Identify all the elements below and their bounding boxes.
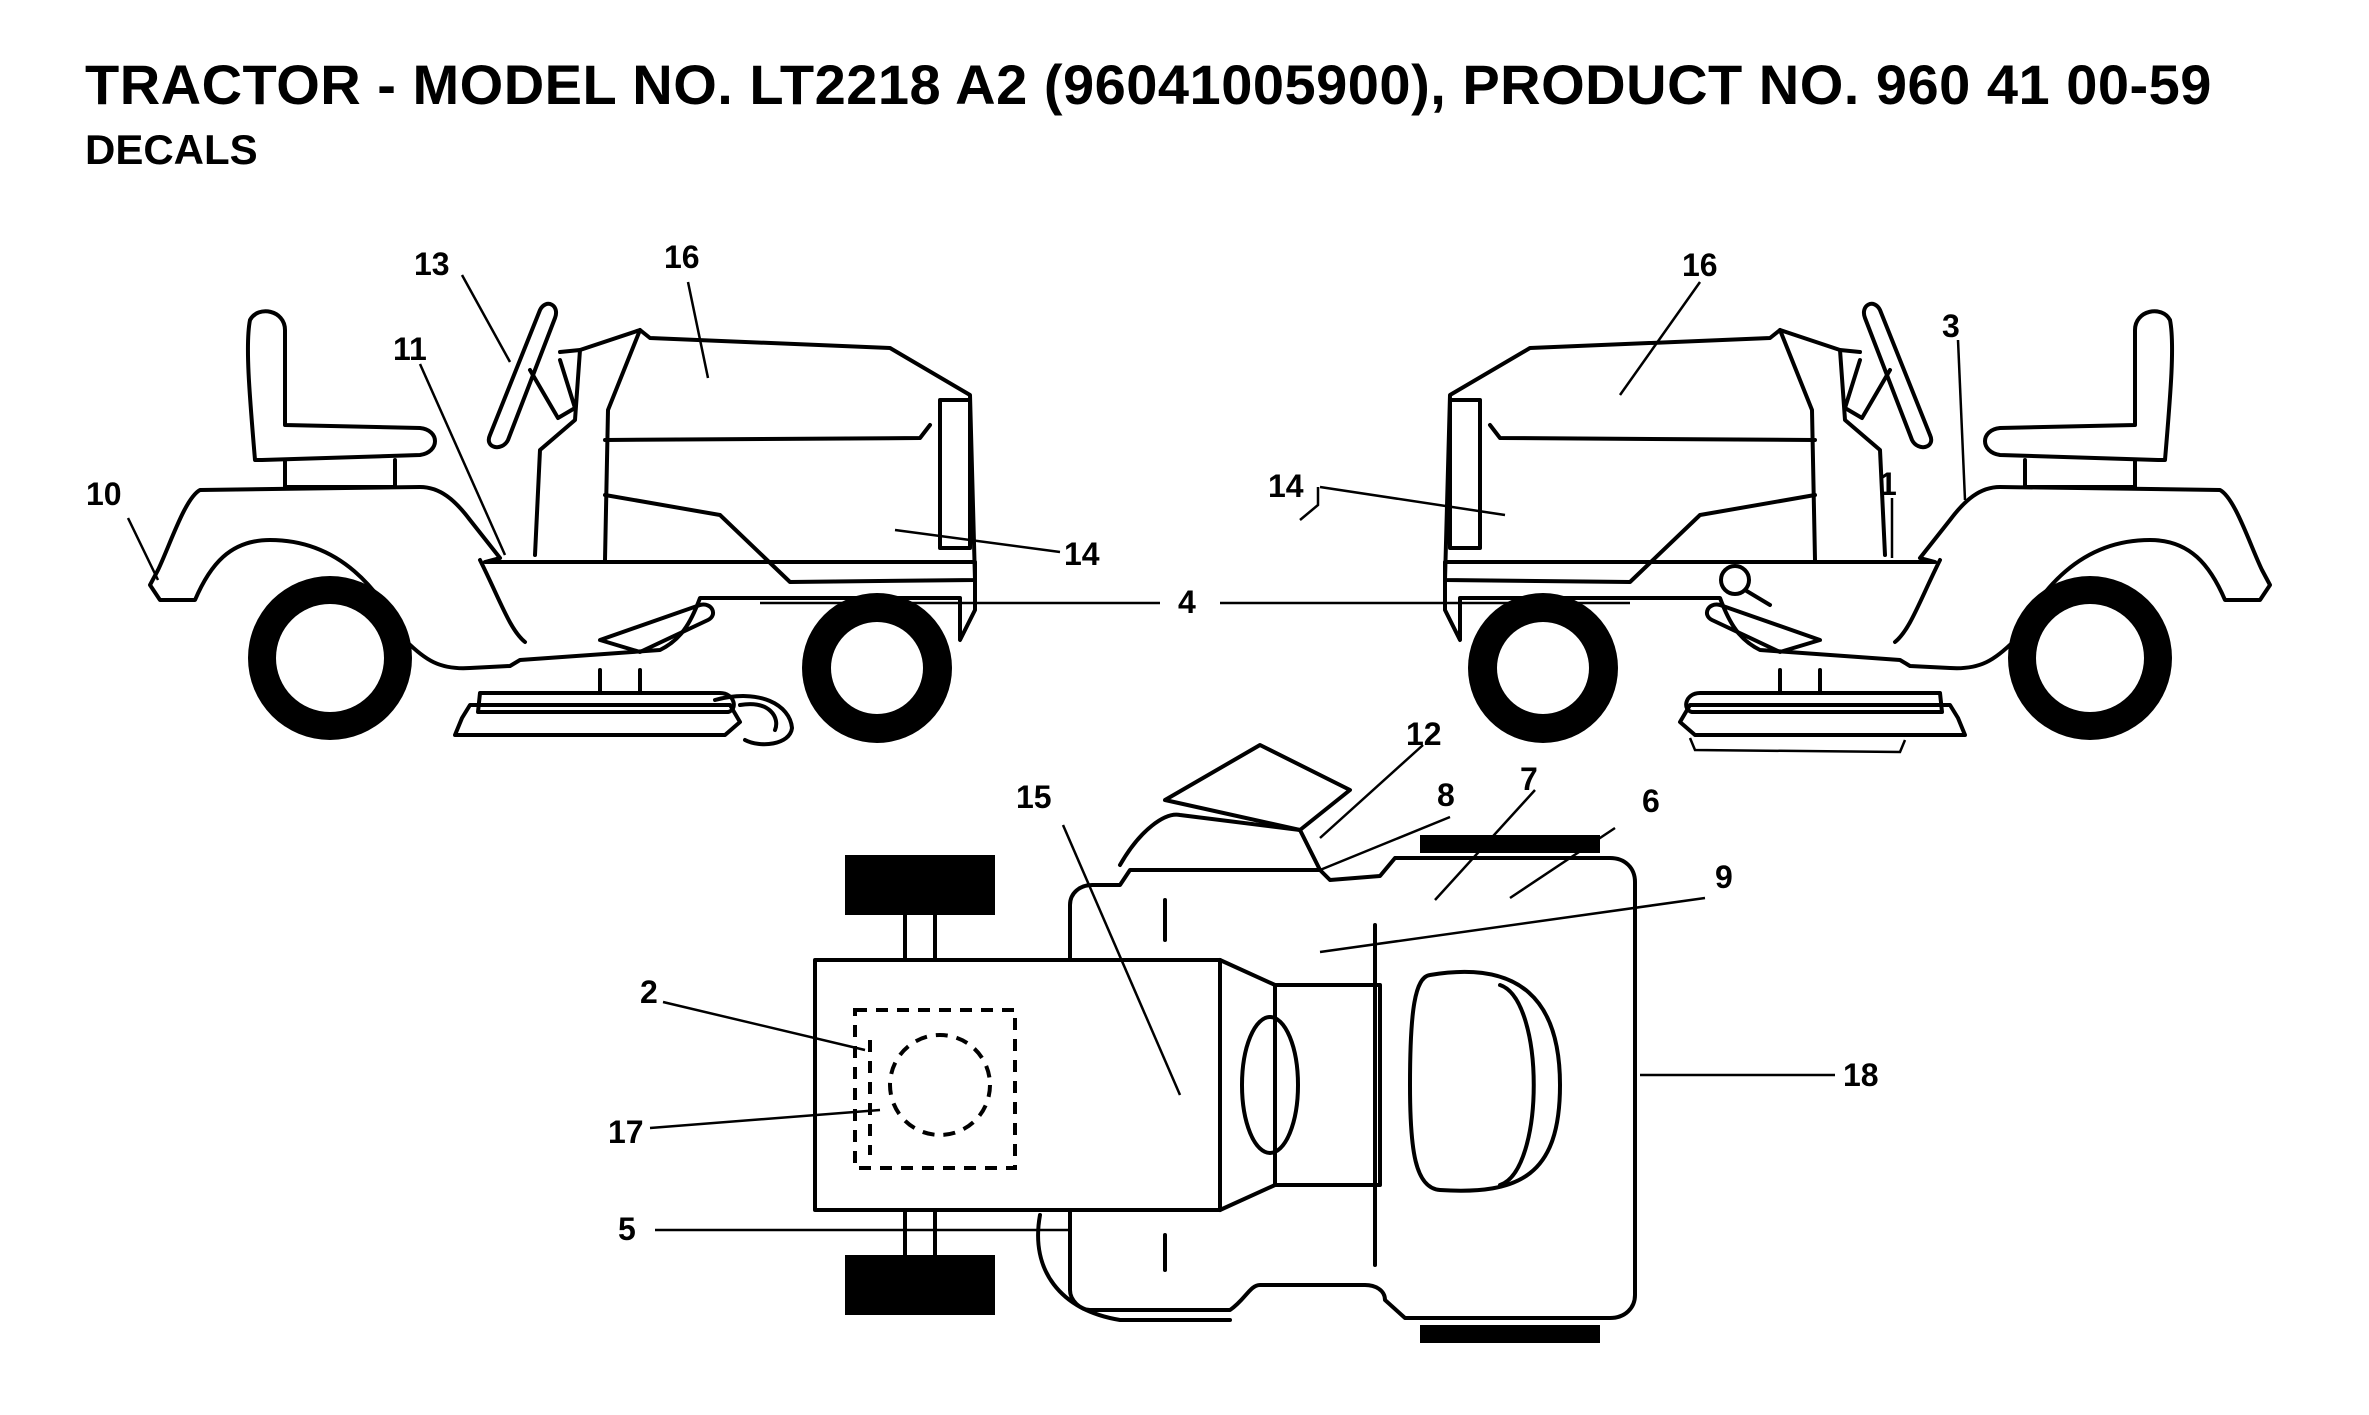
page-title: TRACTOR - MODEL NO. LT2218 A2 (960410059… [85,53,2212,116]
tractor-top-view [813,743,1637,1343]
callout-8: 8 [1437,777,1455,813]
callout-16-right: 16 [1682,247,1718,283]
callout-10: 10 [86,476,122,512]
callout-13: 13 [414,246,450,282]
callout-labels: 13 16 11 10 14 4 16 3 1 14 12 8 7 6 9 15… [86,239,1960,1247]
callout-14-left: 14 [1064,536,1100,572]
callout-9: 9 [1715,859,1733,895]
callout-14-right: 14 [1268,468,1304,504]
callout-7: 7 [1520,761,1538,797]
callout-2: 2 [640,974,658,1010]
callout-18: 18 [1843,1057,1879,1093]
callout-6: 6 [1642,783,1660,819]
callout-17: 17 [608,1114,644,1150]
callout-11: 11 [393,331,427,367]
callout-4: 4 [1178,584,1196,620]
callout-16-left: 16 [664,239,700,275]
callout-5: 5 [618,1211,636,1247]
callout-12: 12 [1406,716,1442,752]
callout-1: 1 [1879,466,1897,502]
tractor-left-side-view [148,301,977,747]
callout-3: 3 [1942,308,1960,344]
callout-15: 15 [1016,779,1052,815]
page-subtitle: DECALS [85,126,258,173]
leader-lines [126,274,1967,1232]
tractor-right-side-view [1443,301,2272,754]
